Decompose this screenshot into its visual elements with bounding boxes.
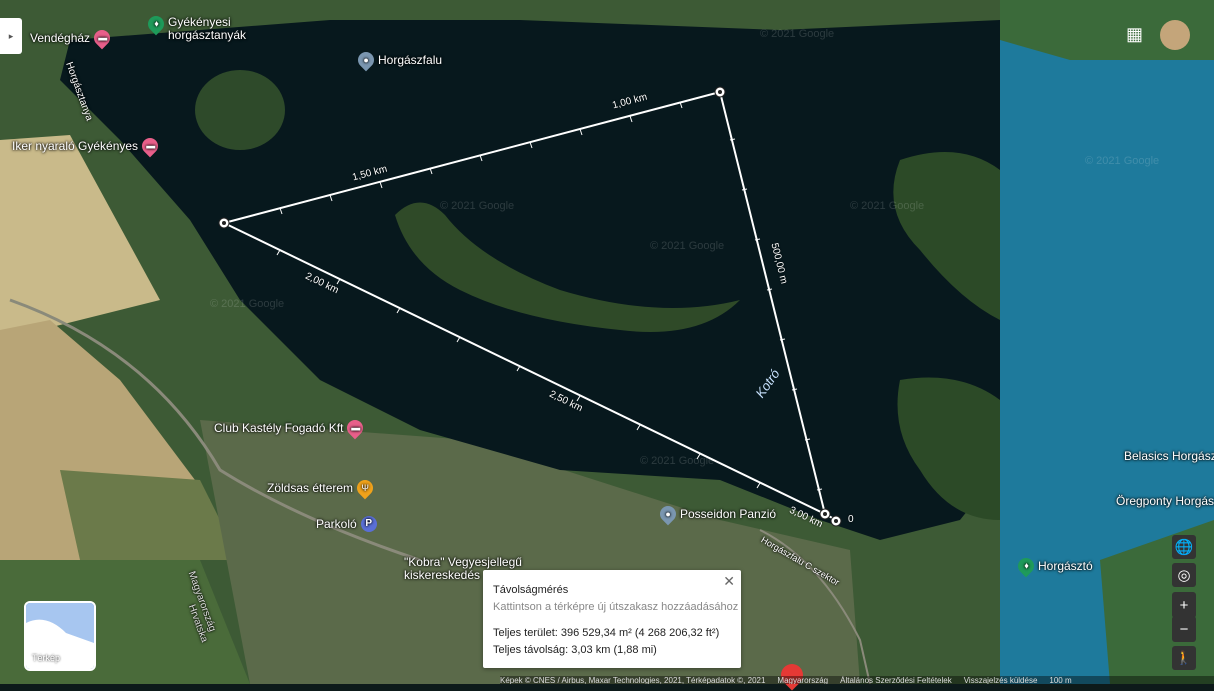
watermark: © 2021 Google bbox=[440, 200, 515, 212]
hotel-icon: ▬ bbox=[138, 134, 162, 158]
fishing-icon: ♦ bbox=[1014, 554, 1038, 578]
place-gyekenyesi[interactable]: ♦ Gyékényesi horgásztanyák bbox=[144, 12, 246, 42]
place-posseidon[interactable]: ● Posseidon Panzió bbox=[656, 502, 776, 526]
place-zoldsas[interactable]: Zöldsas étterem Ψ bbox=[267, 476, 377, 500]
parking-icon: P bbox=[360, 516, 377, 532]
hotel-icon: ▬ bbox=[344, 416, 367, 440]
panel-title: Távolságmérés bbox=[493, 584, 569, 596]
watermark: © 2021 Google bbox=[850, 200, 925, 212]
zoom-out-button[interactable]: − bbox=[1172, 616, 1196, 642]
map-footer: Képek © CNES / Airbus, Maxar Technologie… bbox=[500, 676, 1214, 684]
place-oregponty[interactable]: Öregponty Horgász bbox=[1116, 494, 1214, 508]
place-club[interactable]: Club Kastély Fogadó Kft ▬ bbox=[214, 416, 367, 440]
place-belasics[interactable]: Belasics Horgász bbox=[1124, 449, 1214, 463]
scale-bar[interactable]: 100 m bbox=[1049, 676, 1072, 684]
measurement-vertex[interactable] bbox=[218, 217, 230, 229]
attribution: Képek © CNES / Airbus, Maxar Technologie… bbox=[500, 676, 766, 684]
zoom-in-button[interactable]: + bbox=[1172, 592, 1196, 618]
distance-measure-panel: ✕ Távolságmérés Kattintson a térképre új… bbox=[483, 570, 741, 668]
place-horgaszfalu[interactable]: ● Horgászfalu bbox=[354, 48, 442, 72]
pegman-icon[interactable]: 🚶 bbox=[1172, 646, 1196, 670]
place-pin-icon: ● bbox=[656, 502, 680, 526]
collapse-sidepanel-button[interactable]: ▸ bbox=[0, 18, 22, 54]
measurement-vertex[interactable] bbox=[714, 86, 726, 98]
place-horgaszto[interactable]: ♦ Horgásztó bbox=[1014, 554, 1093, 578]
globe-icon[interactable]: 🌐 bbox=[1172, 535, 1196, 559]
fishing-icon: ♦ bbox=[144, 12, 168, 36]
total-area: Teljes terület: 396 529,34 m² (4 268 206… bbox=[493, 627, 720, 639]
measure-label: 0 bbox=[848, 514, 854, 525]
feedback-link[interactable]: Visszajelzés küldése bbox=[963, 676, 1038, 684]
restaurant-icon: Ψ bbox=[353, 476, 377, 500]
close-button[interactable]: ✕ bbox=[723, 573, 735, 589]
measurement-vertex[interactable] bbox=[819, 508, 831, 520]
apps-icon[interactable]: ▦ bbox=[1126, 24, 1144, 44]
panel-hint: Kattintson a térképre új útszakasz hozzá… bbox=[493, 601, 739, 613]
place-kobra[interactable]: "Kobra" Vegyesjellegű kiskereskedés bbox=[404, 555, 522, 582]
watermark: © 2021 Google bbox=[760, 28, 835, 40]
terms-link[interactable]: Általános Szerződési Feltételek bbox=[840, 676, 952, 684]
hotel-icon: ▬ bbox=[90, 26, 114, 50]
place-parkolo[interactable]: Parkoló P bbox=[316, 516, 377, 532]
watermark: © 2021 Google bbox=[210, 298, 285, 310]
place-pin-icon: ● bbox=[354, 48, 378, 72]
map-preview-icon bbox=[26, 603, 94, 669]
measurement-vertex[interactable] bbox=[830, 515, 842, 527]
my-location-button[interactable]: ◎ bbox=[1172, 563, 1196, 587]
avatar[interactable] bbox=[1160, 20, 1190, 50]
watermark: © 2021 Google bbox=[640, 455, 715, 467]
country-link[interactable]: Magyarország bbox=[777, 676, 829, 684]
watermark: © 2021 Google bbox=[650, 240, 725, 252]
map-layer-toggle[interactable]: Térkép bbox=[24, 601, 96, 671]
total-distance: Teljes távolság: 3,03 km (1,88 mi) bbox=[493, 644, 657, 656]
watermark: © 2021 Google bbox=[1085, 155, 1160, 167]
place-vendeghaz[interactable]: Vendégház ▬ bbox=[30, 26, 114, 50]
place-iker[interactable]: Iker nyaraló Gyékényes ▬ bbox=[12, 134, 162, 158]
